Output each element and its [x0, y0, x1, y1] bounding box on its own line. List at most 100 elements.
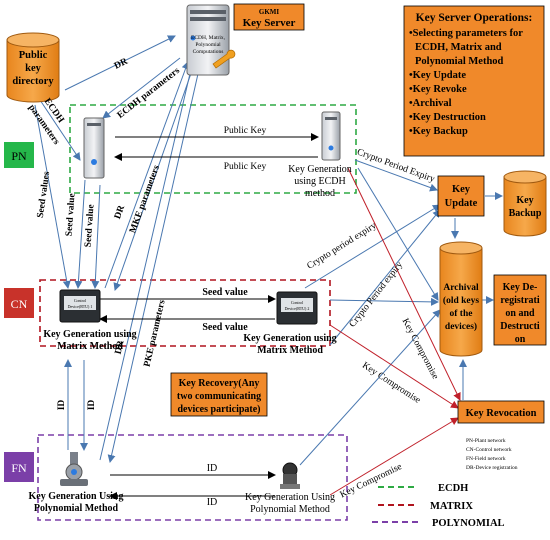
svg-text:Key De-: Key De- [503, 282, 538, 293]
pn-keygen-3: method [305, 188, 335, 199]
archival-cylinder: Archival (old keys of the devices) [439, 241, 483, 357]
label-compromise-3: Key Compromise [339, 462, 404, 500]
svg-text:devices participate): devices participate) [177, 404, 260, 415]
label-id-v2: ID [87, 400, 97, 411]
cn-badge: CN [4, 288, 34, 318]
server-caption-1: ECDH, Matrix, [191, 35, 226, 41]
edge-compromise-3 [329, 417, 459, 496]
pn-device-left [83, 117, 105, 179]
pn-badge: PN [4, 142, 34, 168]
fn-keygen-right-1: Key Generation Using [245, 492, 335, 503]
edge-ecdh-left [39, 99, 81, 161]
operations-item-2: ECDH, Matrix and [415, 42, 502, 53]
edge-pke-params [107, 64, 201, 463]
key-revocation-box: Key Revocation [457, 400, 545, 424]
operations-item-4: •Key Update [409, 70, 466, 81]
note-1: PN-Plant network [466, 438, 506, 444]
svg-text:Key: Key [516, 195, 533, 206]
edge-mke-params [113, 61, 196, 291]
server-caption-2: Polynomial [195, 42, 221, 48]
pn-keygen-1: Key Generation [288, 164, 352, 175]
edge-seed-value-2 [91, 184, 101, 289]
key-recovery-box: Key Recovery(Any two communicating devic… [170, 372, 268, 417]
cn-seed-top: Seed value [202, 287, 248, 298]
directory-line-2: key [25, 63, 42, 74]
svg-text:Destructi: Destructi [500, 321, 540, 332]
cn-device-left: Control Device(RTU) 1 [59, 289, 101, 323]
fn-badge: FN [4, 452, 34, 482]
operations-item-5: •Key Revoke [409, 84, 467, 95]
edge-fn-archival [299, 309, 441, 466]
svg-text:CN: CN [11, 297, 28, 311]
label-pke-params: PKE parameters [142, 299, 167, 368]
cn-keygen-left-2: Matrix Method [57, 341, 123, 352]
fn-sensor-left [60, 452, 88, 486]
label-ecdh-params: ECDH parameters [116, 66, 182, 121]
abbreviation-notes: PN-Plant network CN-Control network FN-F… [466, 438, 518, 471]
label-expiry-2: Crypto period expiry [306, 221, 379, 272]
label-dr-low: DR [114, 340, 127, 356]
operations-item-6: •Archival [409, 98, 452, 109]
fn-keygen-left-2: Polynomial Method [34, 503, 119, 514]
svg-text:on: on [515, 334, 526, 345]
svg-text:FN: FN [11, 461, 27, 475]
svg-text:registrati: registrati [500, 295, 539, 306]
cn-zone [39, 279, 331, 347]
cn-keygen-left-1: Key Generation using [43, 329, 136, 340]
svg-text:Backup: Backup [509, 208, 542, 219]
label-expiry-3: Crypto Period expiry [348, 260, 405, 330]
operations-item-3: Polynomial Method [415, 56, 504, 67]
label-seed-value-1: Seed value [65, 193, 78, 237]
key-server-operations: Key Server Operations: •Selecting parame… [403, 5, 545, 157]
label-seed-values: Seed values [36, 171, 52, 219]
server-icon [186, 4, 230, 76]
cn-device-right: Control Device(RTU) 2 [276, 291, 318, 325]
pn-keygen-2: using ECDH [294, 176, 345, 187]
operations-title: Key Server Operations: [416, 12, 533, 24]
label-compromise-2: Key Compromise [360, 361, 422, 406]
svg-text:Control: Control [74, 298, 87, 303]
legend-label-ecdh: ECDH [438, 483, 468, 494]
edge-cn-archival [329, 297, 439, 306]
operations-item-1: •Selecting parameters for [409, 28, 523, 39]
edge-seed-values [34, 104, 71, 289]
svg-text:PN: PN [11, 149, 27, 163]
fn-keygen-left-1: Key Generation Using [29, 491, 124, 502]
svg-text:Archival: Archival [443, 283, 479, 293]
key-server: ECDH, Matrix, Polynomial Computations GK… [186, 3, 305, 76]
svg-text:Device(RTU) 1: Device(RTU) 1 [68, 304, 93, 309]
directory-line-1: Public [19, 50, 48, 61]
svg-text:(old keys: (old keys [443, 295, 479, 306]
pn-zone [69, 104, 357, 194]
label-dr-mid: DR [113, 204, 127, 220]
edge-ecdh-params [102, 57, 181, 119]
svg-text:Control: Control [291, 300, 304, 305]
fn-zone [37, 434, 348, 521]
note-2: CN-Control network [466, 447, 512, 453]
public-key-directory: Public key directory [6, 32, 60, 103]
svg-text:two communicating: two communicating [177, 391, 261, 402]
cn-keygen-right-2: Matrix Method [257, 345, 323, 356]
directory-line-3: directory [12, 76, 54, 87]
key-dereg-box: Key De- registrati on and Destructi on [493, 274, 547, 346]
svg-text:devices): devices) [445, 321, 477, 332]
svg-text:Key: Key [452, 184, 471, 195]
svg-text:of the: of the [450, 309, 473, 319]
key-server-label-box [233, 3, 305, 31]
fn-keygen-right-2: Polynomial Method [250, 504, 330, 515]
edge-dr-low [99, 64, 195, 461]
svg-text:Device(RTU) 2: Device(RTU) 2 [285, 306, 310, 311]
connections [34, 35, 503, 500]
label-dr-top: DR [113, 57, 130, 72]
key-server-label: Key Server [243, 17, 296, 29]
svg-text:Update: Update [445, 198, 478, 209]
svg-text:Key Revocation: Key Revocation [466, 408, 537, 419]
edge-expiry-1 [354, 159, 438, 192]
operations-item-7: •Key Destruction [409, 112, 486, 123]
key-server-title: GKMI [259, 8, 279, 16]
pubkey-bottom-label: Public Key [224, 162, 267, 172]
label-mke-params: MKE parameters [128, 164, 162, 235]
legend-label-polynomial: POLYNOMIAL [432, 518, 505, 529]
